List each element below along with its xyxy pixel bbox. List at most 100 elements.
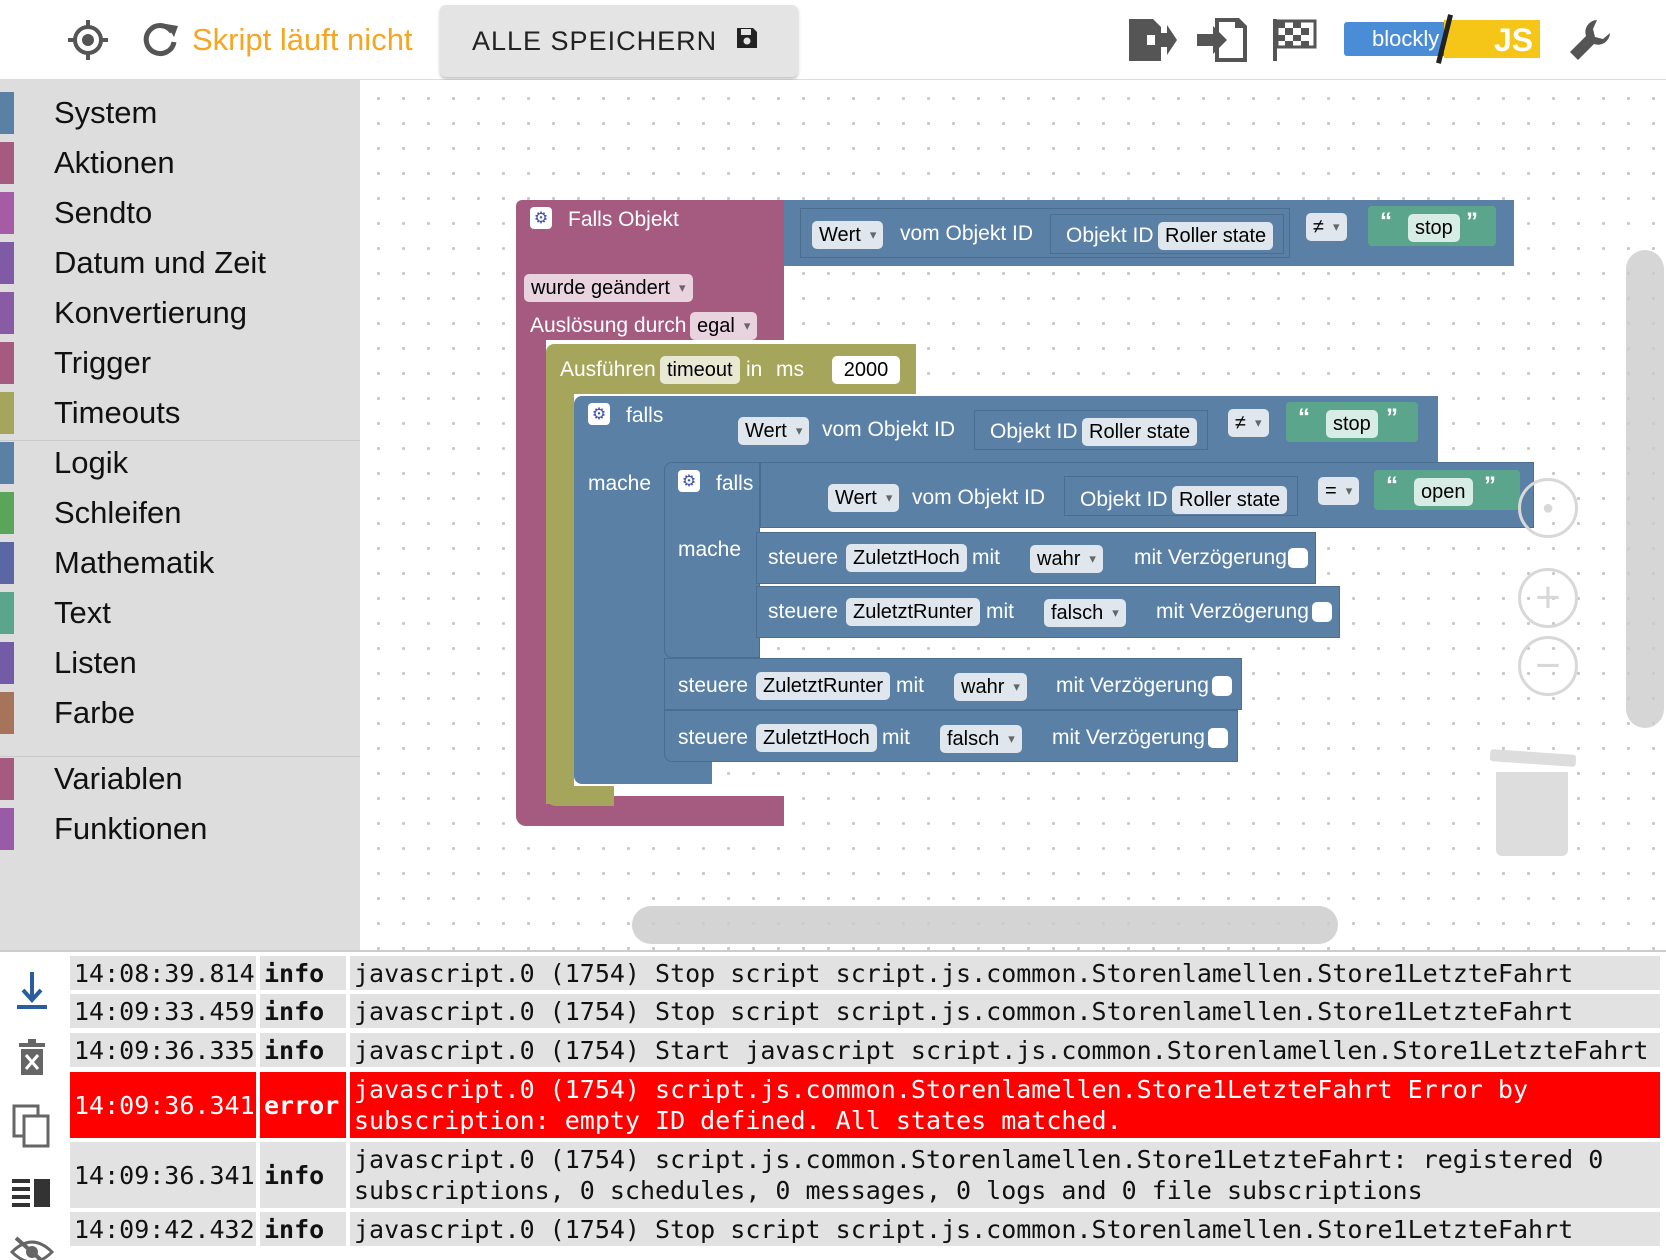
zoom-out-icon[interactable]: − [1518,636,1578,696]
category-label: Logik [54,445,129,480]
operator-dropdown[interactable]: ≠ [1228,409,1269,437]
text-field[interactable]: stop [1326,410,1378,438]
list-view-icon[interactable] [10,1172,54,1216]
from-object-label: vom Objekt ID [900,222,1034,245]
toolbox-category-trigger[interactable]: Trigger [0,338,360,388]
scroll-down-icon[interactable] [10,968,54,1012]
category-color-bar [0,392,14,434]
bool-dropdown[interactable]: falsch [940,725,1022,753]
bool-dropdown[interactable]: wahr [954,673,1027,701]
toolbox-category-system[interactable]: System [0,88,360,138]
zoom-in-icon[interactable]: + [1518,568,1578,628]
log-time-cell: 14:09:36.341 [70,1142,256,1208]
delay-checkbox[interactable] [1208,728,1228,748]
reload-icon[interactable] [138,18,182,62]
open-quote-icon: “ [1386,472,1398,499]
category-color-bar [0,142,14,184]
category-separator [0,756,360,757]
timeout-block-spine [546,394,574,804]
flag-icon[interactable] [1270,18,1320,62]
toolbox-category-konvertierung[interactable]: Konvertierung [0,288,360,338]
inner-if-label: falls [716,472,754,495]
value-dropdown[interactable]: Wert [828,484,900,512]
control-target-field[interactable]: ZuletztHoch [756,724,877,752]
category-label: Funktionen [54,811,208,846]
toolbox-category-timeouts[interactable]: Timeouts [0,388,360,438]
delay-checkbox[interactable] [1212,676,1232,696]
category-color-bar [0,492,14,534]
gear-icon[interactable]: ⚙ [678,470,700,492]
value-dropdown[interactable]: Wert [738,417,810,445]
delay-checkbox[interactable] [1288,548,1308,568]
operator-dropdown[interactable]: ≠ [1306,213,1347,241]
changed-dropdown[interactable]: wurde geändert [524,274,693,302]
with-label: mit [896,674,924,697]
log-message-cell: javascript.0 (1754) script.js.common.Sto… [350,1142,1660,1208]
operator-dropdown[interactable]: = [1318,477,1360,505]
toolbox-category-mathematik[interactable]: Mathematik [0,538,360,588]
from-object-label: vom Objekt ID [912,486,1046,509]
outer-if-label: falls [626,404,664,427]
trash-icon[interactable] [1489,748,1577,858]
toolbox-category-farbe[interactable]: Farbe [0,688,360,738]
blockly-js-toggle-icon[interactable]: blockly JS [1344,14,1540,64]
timeout-ms-input[interactable]: 2000 [832,356,900,384]
with-label: mit [986,600,1014,623]
bool-dropdown[interactable]: wahr [1030,545,1103,573]
recenter-icon[interactable]: ● [1518,478,1578,538]
copy-icon[interactable] [10,1104,54,1148]
object-id-field[interactable]: Roller state [1158,222,1274,250]
save-all-button[interactable]: ALLE SPEICHERN [440,5,798,77]
category-separator [0,440,360,441]
control-target-field[interactable]: ZuletztRunter [846,598,981,626]
horizontal-scrollbar[interactable] [632,906,1338,944]
hide-icon[interactable] [10,1230,54,1260]
object-id-field[interactable]: Roller state [1082,418,1198,446]
toolbar: Skript läuft nicht ALLE SPEICHERN blockl… [0,0,1666,80]
save-disk-icon [735,26,759,57]
trigger-by-dropdown[interactable]: egal [690,312,758,340]
control-target-field[interactable]: ZuletztHoch [846,544,967,572]
control-label: steuere [678,726,749,749]
toolbox-category-logik[interactable]: Logik [0,438,360,488]
toolbox-category-schleifen[interactable]: Schleifen [0,488,360,538]
control-label: steuere [768,546,839,569]
text-field[interactable]: stop [1408,214,1460,242]
import-icon[interactable] [1196,18,1250,62]
toolbox-category-listen[interactable]: Listen [0,638,360,688]
delay-checkbox[interactable] [1312,602,1332,622]
bool-dropdown[interactable]: falsch [1044,599,1126,627]
wrench-icon[interactable] [1566,18,1614,62]
gear-icon[interactable]: ⚙ [588,403,610,425]
toolbox-category-datum-und-zeit[interactable]: Datum und Zeit [0,238,360,288]
target-icon[interactable] [66,18,110,62]
category-color-bar [0,758,14,800]
vertical-scrollbar[interactable] [1626,250,1664,728]
toolbox-category-funktionen[interactable]: Funktionen [0,804,360,854]
toolbox-category-sendto[interactable]: Sendto [0,188,360,238]
toolbox-category-aktionen[interactable]: Aktionen [0,138,360,188]
log-time-cell: 14:08:39.814 [70,956,256,990]
toolbox-category-variablen[interactable]: Variablen [0,754,360,804]
gear-icon[interactable]: ⚙ [530,207,552,229]
export-icon[interactable] [1124,18,1178,62]
object-id-field[interactable]: Roller state [1172,486,1288,514]
toolbox-category-text[interactable]: Text [0,588,360,638]
value-dropdown[interactable]: Wert [812,221,884,249]
text-field[interactable]: open [1414,478,1473,506]
delete-log-icon[interactable] [10,1036,54,1080]
category-label: Timeouts [54,395,181,430]
timeout-block-foot [546,786,614,806]
category-color-bar [0,642,14,684]
trigger-block-spine [516,340,546,810]
category-label: System [54,95,158,130]
control-target-field[interactable]: ZuletztRunter [756,672,891,700]
timeout-name-field[interactable]: timeout [660,356,740,384]
